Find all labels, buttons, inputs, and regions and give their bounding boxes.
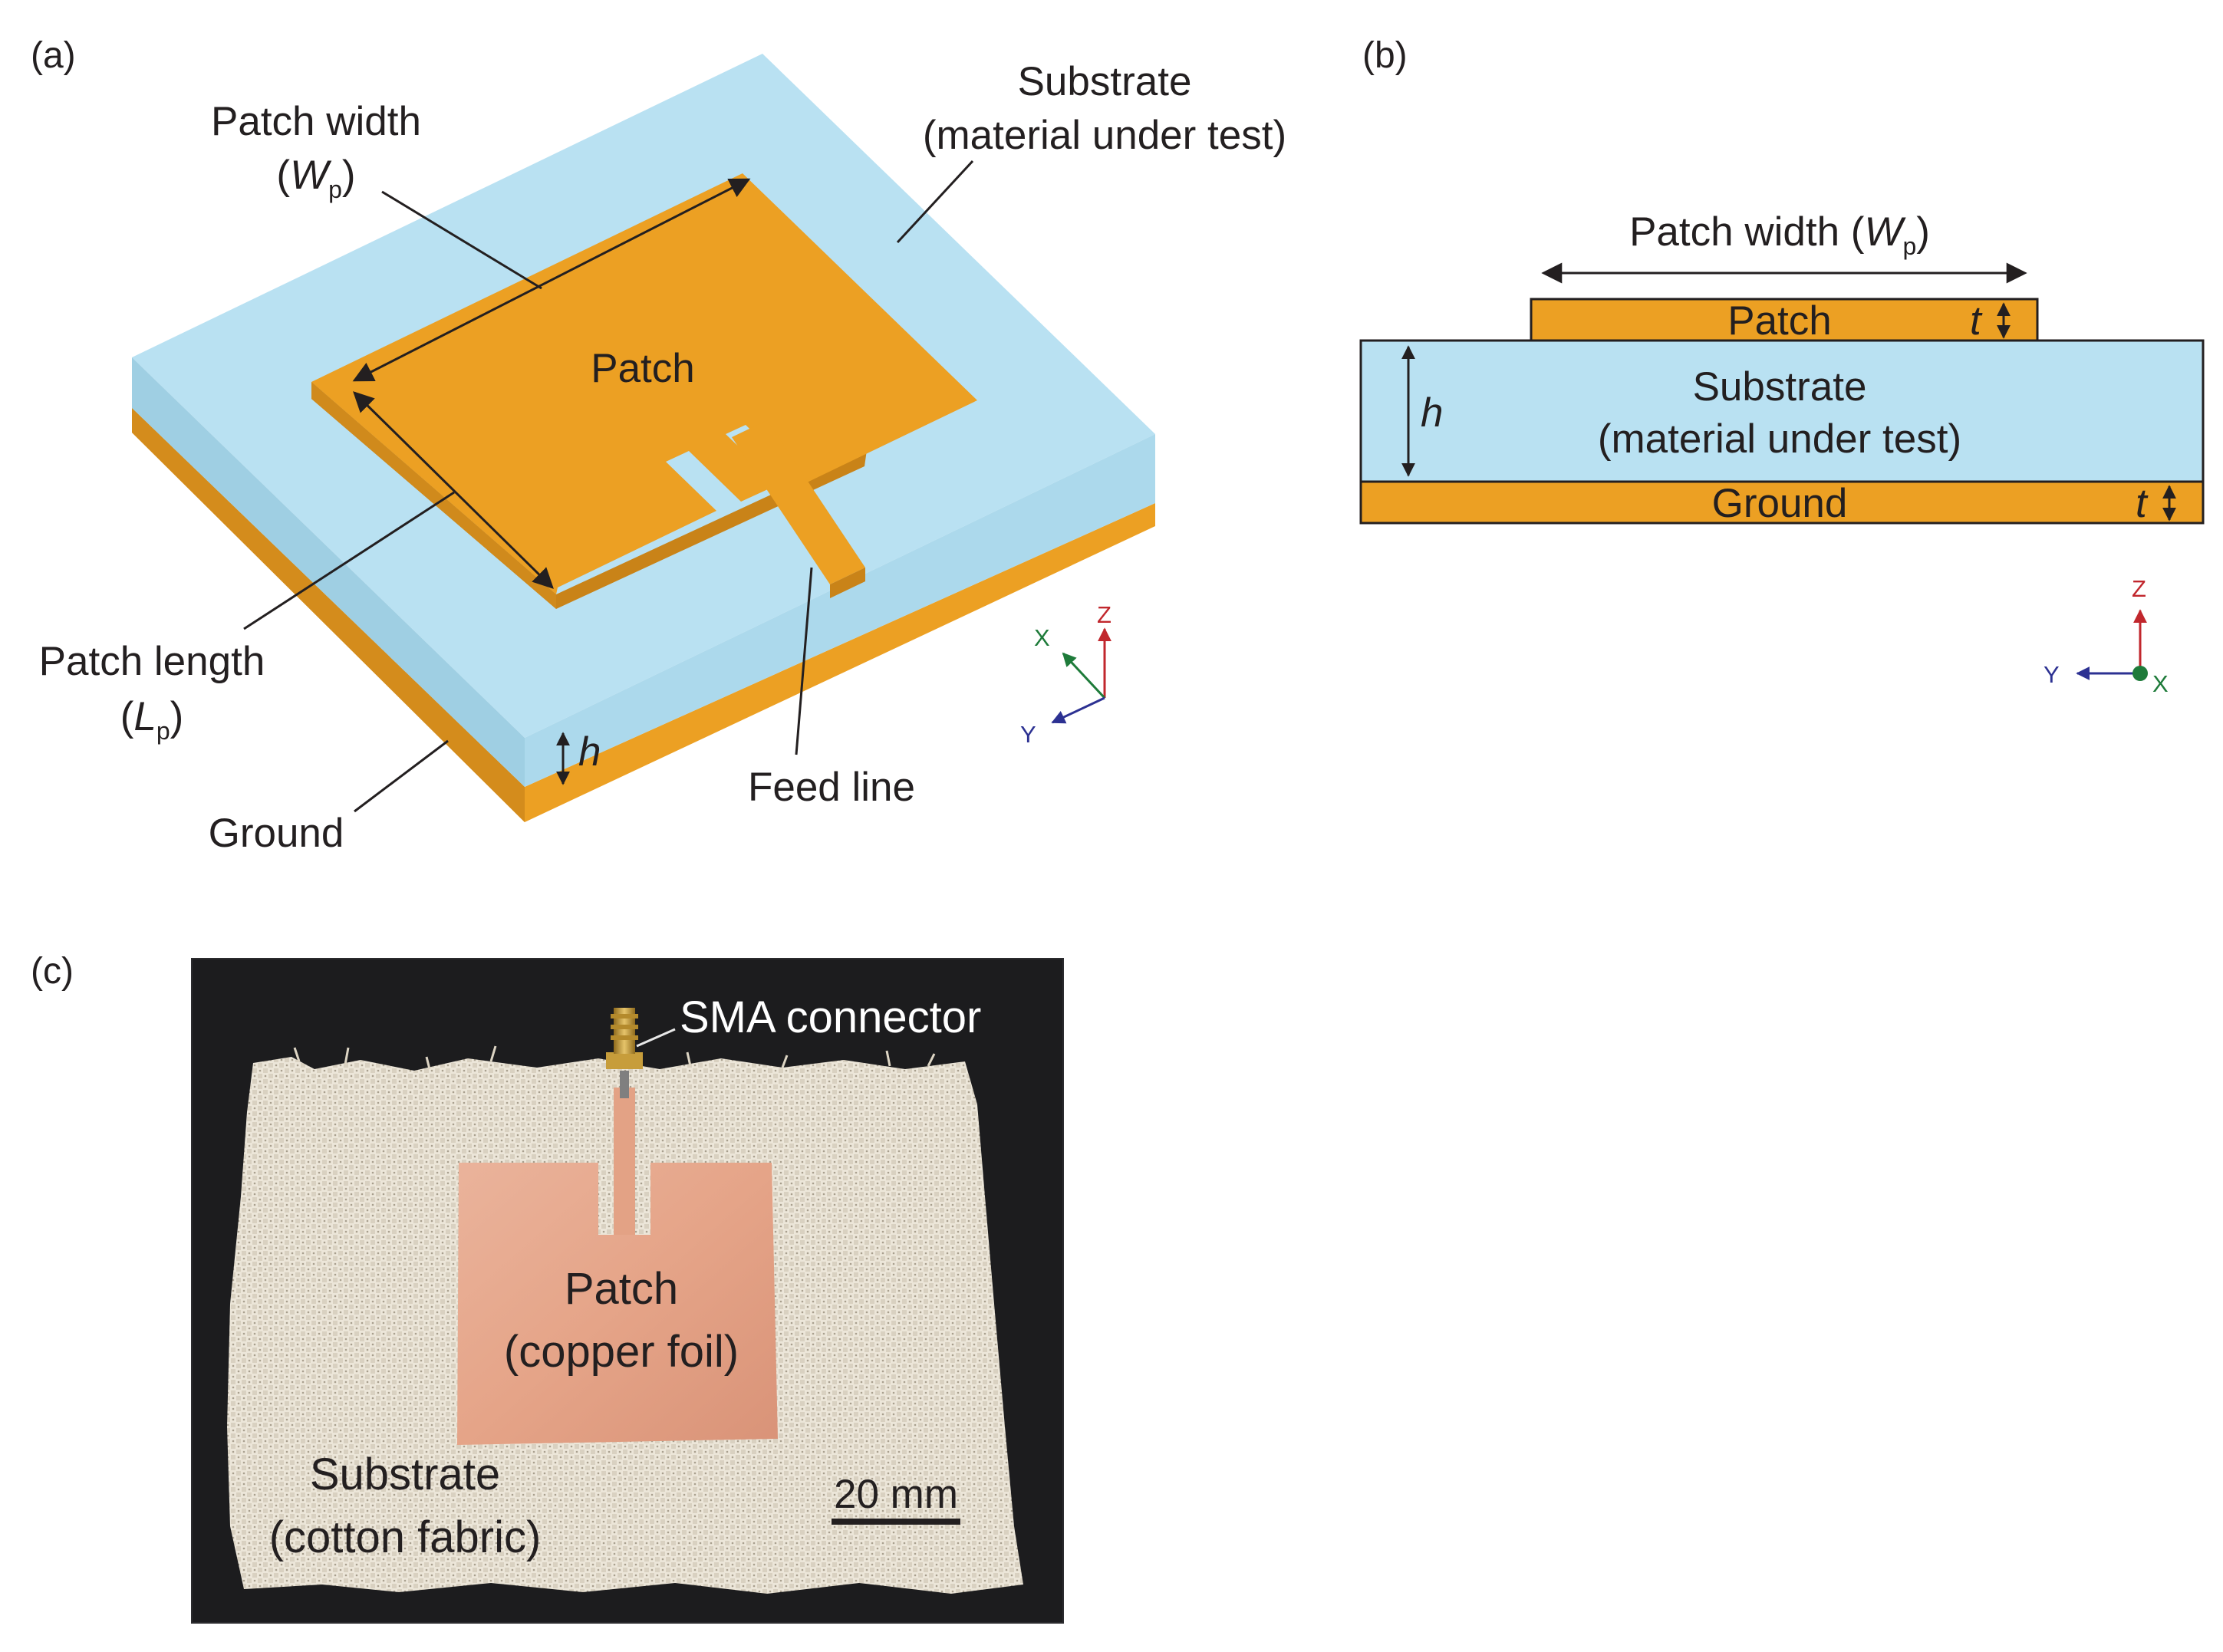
substrate-label-c-line1: Substrate bbox=[310, 1450, 500, 1499]
substrate-label-b-line2: (material under test) bbox=[1598, 416, 1961, 462]
ground-cross-section bbox=[1359, 480, 2205, 525]
ground-plane-3d bbox=[132, 408, 1155, 822]
panel-a: (a) Substrate (material under test) Patc… bbox=[31, 35, 1286, 856]
feed-line-leader-line bbox=[795, 567, 813, 755]
axis-triad-b: Z Y X bbox=[2044, 575, 2169, 697]
x-axis-dot-b bbox=[2132, 666, 2148, 681]
ground-label-b: Ground bbox=[1712, 481, 1848, 526]
patch-label-b: Patch bbox=[1727, 298, 1832, 344]
patch-width-label: Patch width bbox=[211, 99, 421, 144]
patch-width-symbol-label: (Wp) bbox=[276, 153, 355, 203]
patch-length-leader-line bbox=[243, 491, 455, 630]
substrate-height-symbol-b: h bbox=[1421, 390, 1443, 436]
patch-width-label-b: Patch width (Wp) bbox=[1629, 209, 1930, 260]
connector-leader-line bbox=[636, 1028, 676, 1048]
patch-length-symbol-label: (Lp) bbox=[120, 694, 184, 745]
z-axis-label-b: Z bbox=[2132, 575, 2146, 602]
substrate-label-c-line2: (cotton fabric) bbox=[269, 1512, 542, 1562]
patch-label-c-line2: (copper foil) bbox=[504, 1327, 739, 1377]
substrate-label-line2: (material under test) bbox=[923, 113, 1286, 158]
x-axis-arrow bbox=[1062, 652, 1106, 699]
substrate-label-line1: Substrate bbox=[1018, 59, 1192, 104]
patch-cross-section bbox=[1530, 298, 2039, 342]
substrate-height-symbol: h bbox=[578, 729, 601, 775]
copper-feed-line bbox=[614, 1088, 635, 1235]
axis-triad-a: Z X Y bbox=[1020, 601, 1112, 748]
x-axis-label-b: X bbox=[2152, 670, 2169, 697]
patch-length-label: Patch length bbox=[39, 639, 265, 684]
ground-label: Ground bbox=[209, 811, 344, 856]
y-axis-label-b: Y bbox=[2044, 661, 2060, 688]
ground-leader-line bbox=[354, 739, 449, 813]
patch-length-arrow bbox=[353, 391, 554, 589]
patch-thickness-symbol: t bbox=[1970, 298, 1983, 344]
scale-bar-label: 20 mm bbox=[834, 1472, 958, 1517]
panel-a-label: (a) bbox=[31, 35, 76, 76]
y-axis-label: Y bbox=[1020, 721, 1036, 748]
z-axis-label: Z bbox=[1097, 601, 1112, 628]
scale-bar bbox=[832, 1519, 960, 1525]
panel-c-label: (c) bbox=[31, 951, 74, 992]
sma-connector-label: SMA connector bbox=[680, 992, 981, 1042]
sma-connector bbox=[606, 1008, 643, 1098]
ground-thickness-symbol: t bbox=[2136, 481, 2149, 526]
patch-label-c-line1: Patch bbox=[565, 1264, 678, 1314]
panel-c: (c) SMA connector Patch bbox=[31, 951, 1064, 1624]
patch-label: Patch bbox=[591, 346, 695, 391]
x-axis-label: X bbox=[1034, 624, 1050, 651]
feed-line-label: Feed line bbox=[748, 765, 915, 810]
copper-foil-patch bbox=[457, 1163, 778, 1445]
prototype-photo: SMA connector Patch (copper foil) Substr… bbox=[191, 958, 1064, 1624]
y-axis-arrow bbox=[1051, 696, 1105, 724]
substrate-leader-line bbox=[896, 160, 974, 244]
panel-b-label: (b) bbox=[1362, 35, 1408, 76]
substrate-label-b-line1: Substrate bbox=[1693, 364, 1867, 410]
substrate-cross-section bbox=[1359, 339, 2205, 483]
patch-width-arrow bbox=[352, 178, 751, 382]
panel-b: (b) Patch width (Wp) Patch t Substrate (… bbox=[1359, 35, 2205, 697]
fabric-fray bbox=[293, 1045, 936, 1070]
